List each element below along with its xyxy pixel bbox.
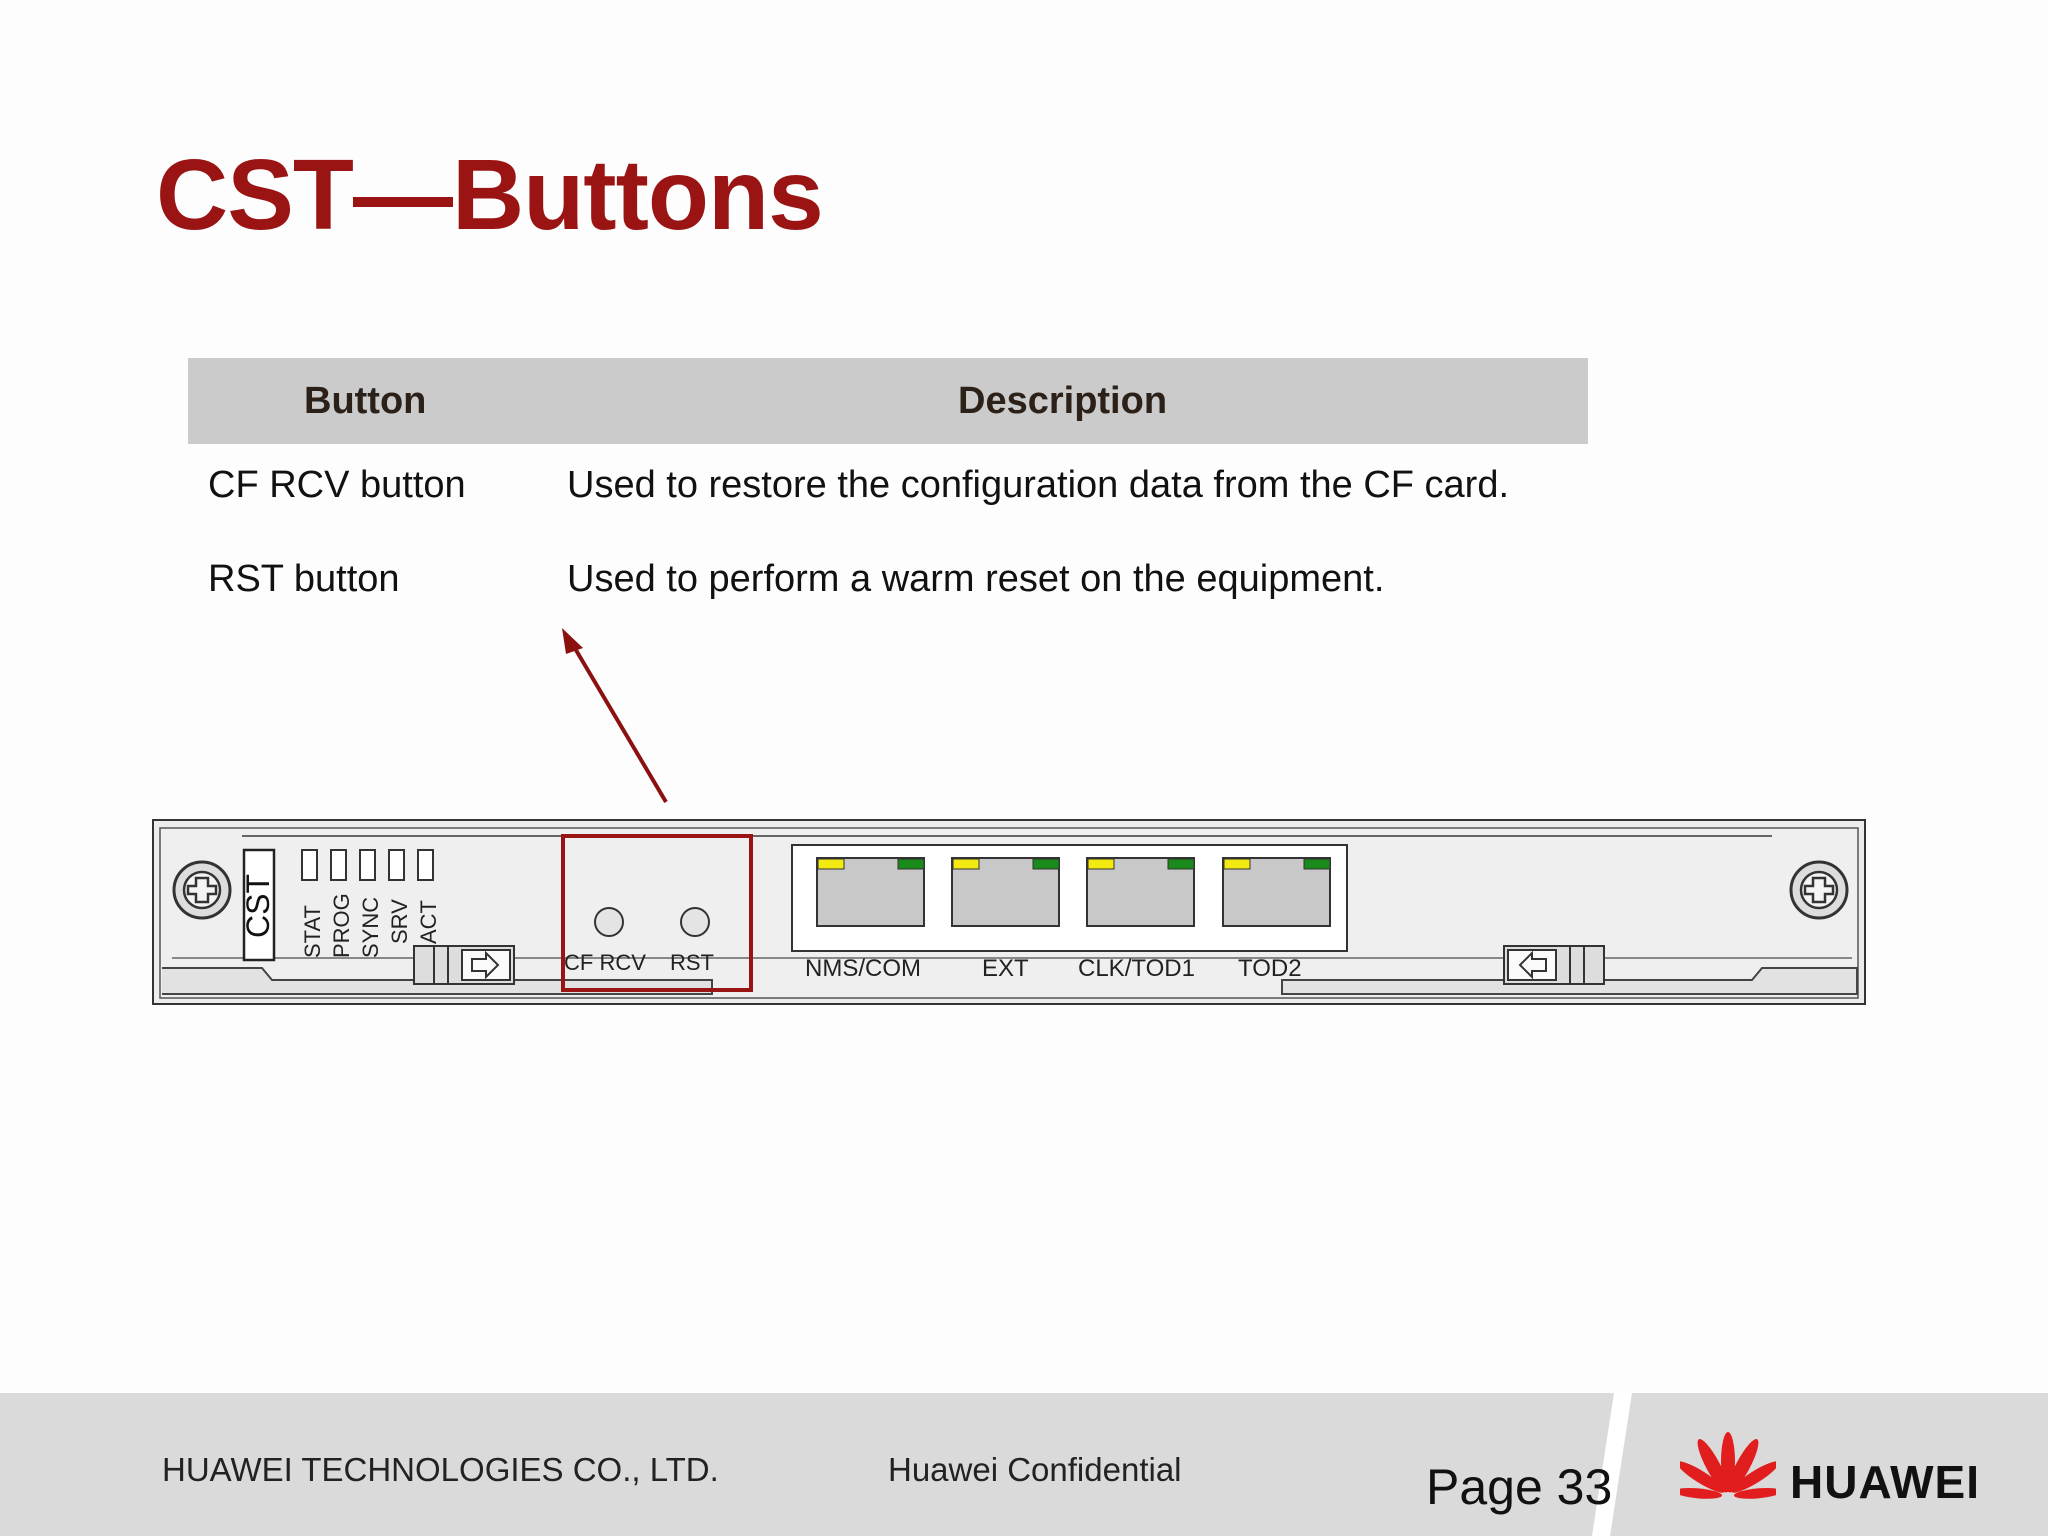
right-screw-icon: [1789, 860, 1849, 920]
cell-description: Used to restore the configuration data f…: [567, 464, 1510, 506]
rst-button[interactable]: [680, 907, 710, 937]
port-nms-com: [816, 857, 925, 927]
board-name-plate: [242, 848, 276, 962]
port-label: NMS/COM: [805, 955, 921, 982]
huawei-logo-icon: [1680, 1432, 1776, 1499]
header-button: Button: [304, 380, 427, 422]
port-label: TOD2: [1238, 955, 1302, 982]
cell-button: RST button: [208, 558, 400, 600]
rst-label: RST: [670, 950, 714, 975]
cell-description: Used to perform a warm reset on the equi…: [567, 558, 1385, 600]
page-number: Page 33: [1426, 1459, 1613, 1515]
port-ext: [951, 857, 1060, 927]
indicator-label: ACT: [416, 900, 441, 944]
port-clk-tod1: [1086, 857, 1195, 927]
header-description: Description: [958, 380, 1168, 422]
huawei-brand: HUAWEI: [1790, 1456, 1980, 1508]
indicator-label: PROG: [329, 893, 354, 958]
left-ejector-lever: [413, 945, 515, 985]
pointer-arrow: [562, 628, 668, 804]
indicator-leds: [301, 849, 434, 881]
cst-board-panel: CST STAT PROG SYNC SRV ACT CF RCV RST: [152, 819, 1866, 1005]
right-ejector-lever: [1503, 945, 1605, 985]
footer-divider: [1592, 1393, 1632, 1536]
slide-title: CST—Buttons: [156, 139, 824, 251]
cf-rcv-button[interactable]: [594, 907, 624, 937]
buttons-table: Button Description CF RCV button Used to…: [188, 358, 1588, 600]
footer-confidential: Huawei Confidential: [888, 1451, 1182, 1488]
port-tod2: [1222, 857, 1331, 927]
port-label: CLK/TOD1: [1078, 955, 1195, 982]
cf-rcv-label: CF RCV: [564, 950, 646, 975]
cell-button: CF RCV button: [208, 464, 466, 506]
port-label: EXT: [982, 955, 1029, 982]
footer-company: HUAWEI TECHNOLOGIES CO., LTD.: [162, 1451, 719, 1488]
indicator-label: STAT: [300, 905, 325, 958]
board-name: CST: [240, 874, 276, 938]
indicator-label: SRV: [387, 899, 412, 944]
left-screw-icon: [172, 860, 232, 920]
table-header: Button Description: [188, 358, 1588, 444]
indicator-label: SYNC: [358, 897, 383, 958]
buttons-highlight-box: [561, 834, 753, 992]
